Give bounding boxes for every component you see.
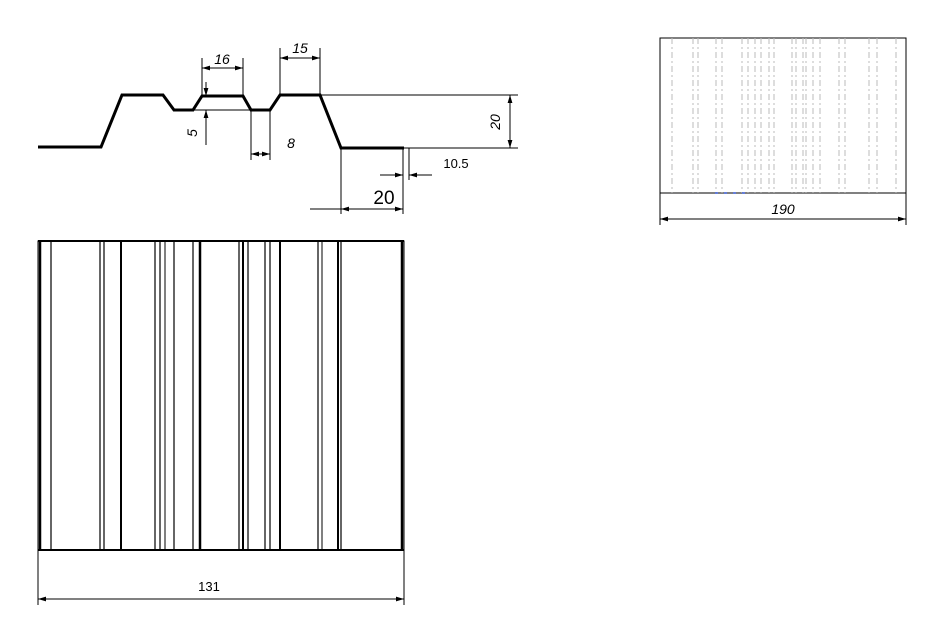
dim-height-label: 20 [487, 114, 503, 131]
side-view-lines [671, 38, 897, 193]
front-view: 131 [37, 240, 405, 605]
front-view-outline [37, 240, 405, 551]
dim-flange-label: 20 [373, 188, 394, 209]
side-view-outline [659, 37, 907, 194]
dim-thickness-label: 10.5 [443, 156, 468, 171]
fold-lines [38, 241, 404, 550]
profile-section: 16 15 20 5 8 10.5 20 [38, 40, 518, 214]
dim-small-depth-label: 5 [184, 129, 200, 137]
profile-outline [38, 93, 404, 150]
dim-length-label: 190 [771, 201, 795, 217]
dim-top-rib-label: 16 [214, 51, 230, 67]
dim-valley-label: 8 [287, 135, 295, 151]
side-view: 190 [659, 37, 907, 225]
dim-top-flat-label: 15 [292, 40, 308, 56]
dim-width-label: 131 [198, 579, 220, 594]
